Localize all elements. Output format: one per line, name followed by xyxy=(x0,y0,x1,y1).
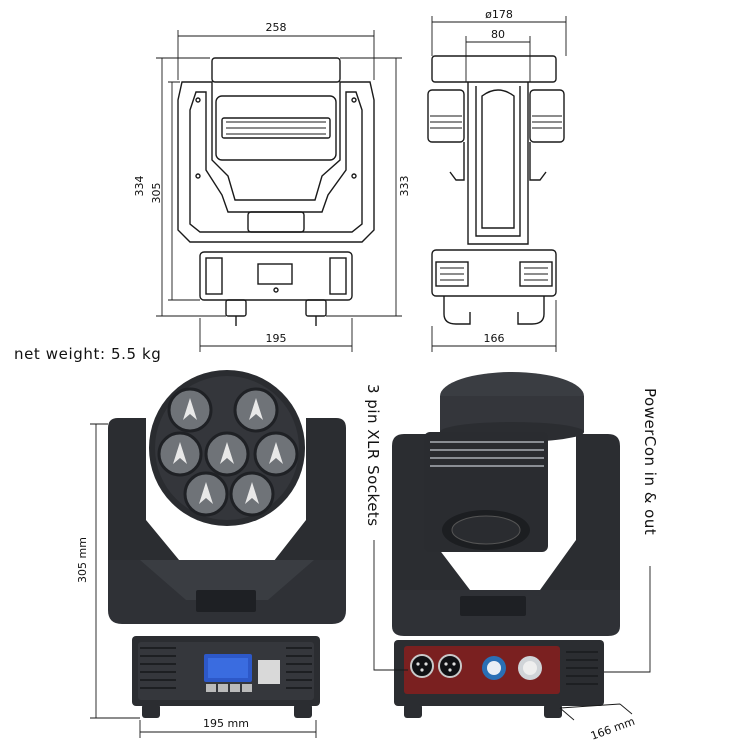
front-view-drawing xyxy=(177,57,375,326)
side-view-drawing xyxy=(427,55,565,325)
front-photo-dimensions xyxy=(90,423,317,738)
dim-base-width: 195 xyxy=(266,332,287,345)
callout-powercon: PowerCon in & out xyxy=(641,388,659,535)
back-photo-callouts xyxy=(373,540,651,721)
side-view-dimensions xyxy=(431,16,567,352)
dim-height-inner: 305 xyxy=(150,183,163,204)
dim-height-right: 333 xyxy=(398,176,411,197)
front-view-dimensions xyxy=(156,30,402,352)
dim-height-outer: 334 xyxy=(133,176,146,197)
photo-height-label: 305 mm xyxy=(76,537,89,583)
photo-width-label: 195 mm xyxy=(203,717,249,730)
dim-head-diameter: ø178 xyxy=(485,8,513,21)
back-photo-fixture xyxy=(392,372,620,718)
dim-width-top: 258 xyxy=(266,21,287,34)
net-weight-label: net weight: 5.5 kg xyxy=(14,345,162,363)
front-photo-fixture xyxy=(108,370,346,718)
photo-depth-label: 166 mm xyxy=(589,715,637,743)
callout-xlr-sockets: 3 pin XLR Sockets xyxy=(364,384,382,527)
dim-arm-width: 80 xyxy=(491,28,505,41)
dim-base-depth: 166 xyxy=(484,332,505,345)
